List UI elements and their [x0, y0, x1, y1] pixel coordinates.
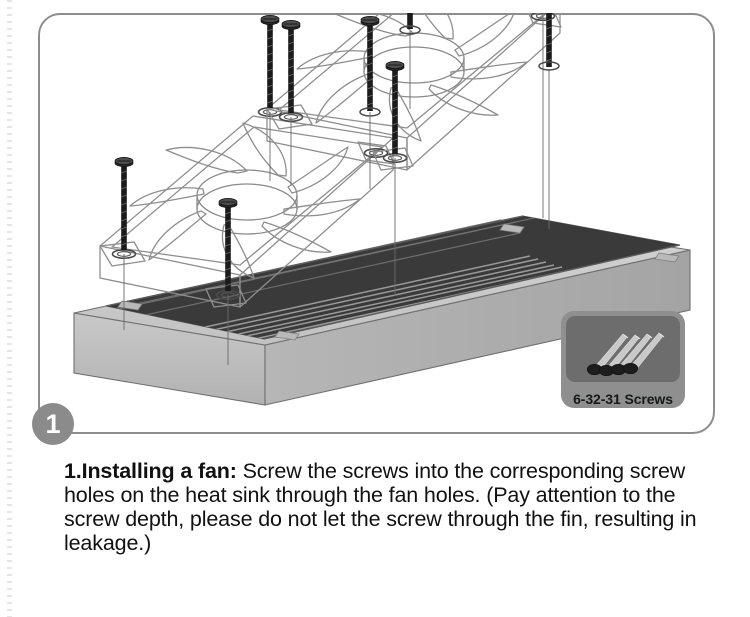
- assembly-illustration: [73, 13, 691, 406]
- scan-edge-artifact: [7, 0, 12, 617]
- cooling-fan-left: [99, 107, 395, 308]
- screws-icon: [586, 332, 665, 377]
- step-caption: 1.Installing a fan: Screw the screws int…: [64, 459, 726, 555]
- screws-upper-set: [359, 16, 381, 189]
- caption-body: Screw the screws into the corresponding …: [64, 459, 697, 556]
- cooling-fan-right: [266, 13, 562, 171]
- step-number-badge: 1: [32, 403, 74, 445]
- parts-callout-image: [566, 316, 680, 382]
- mounting-screws: [114, 13, 560, 365]
- parts-callout-inset: 6-32-31 Screws: [561, 311, 685, 408]
- caption-heading: 1.Installing a fan:: [64, 459, 237, 483]
- parts-callout-label: 6-32-31 Screws: [573, 391, 673, 407]
